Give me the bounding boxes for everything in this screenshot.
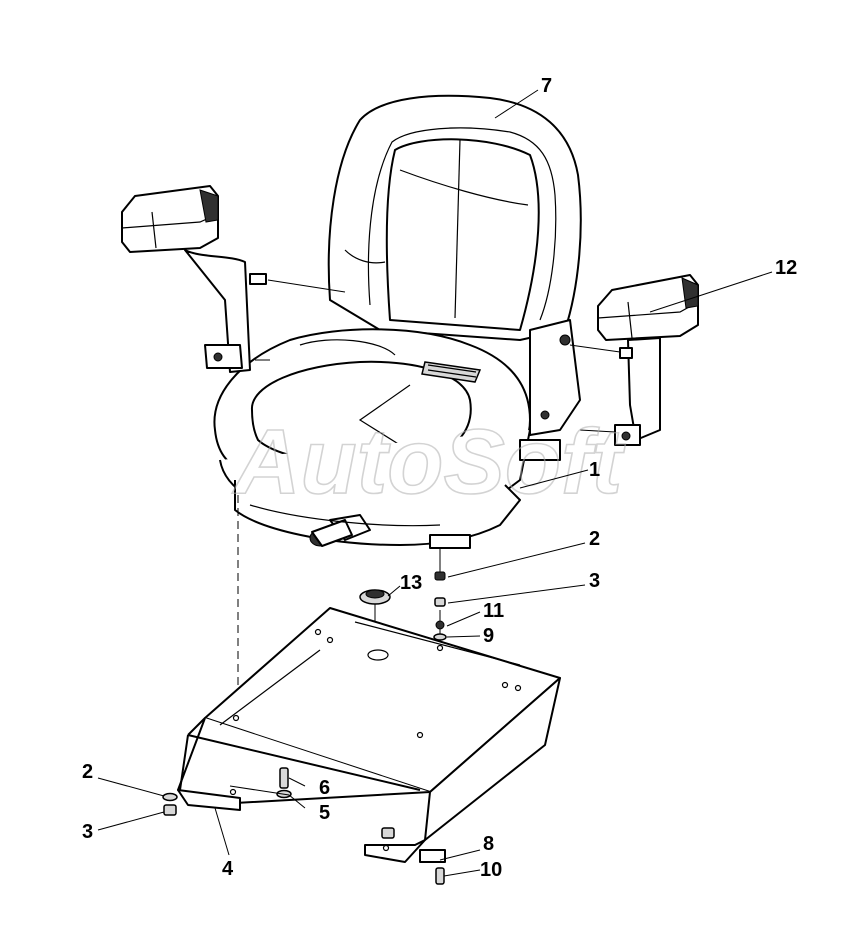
leader-lines (97, 89, 773, 877)
armrest-left (121, 185, 267, 373)
callout-8: 8 (483, 833, 494, 855)
callout-2-lower: 2 (82, 761, 93, 783)
callout-7: 7 (541, 75, 552, 97)
callout-4: 4 (222, 858, 234, 880)
callout-5: 5 (319, 802, 330, 824)
callout-3-lower: 3 (82, 821, 93, 843)
callout-9: 9 (483, 625, 494, 647)
callout-3-upper: 3 (589, 570, 600, 592)
callout-12: 12 (775, 257, 797, 279)
seat-backrest (327, 94, 582, 341)
callout-6: 6 (319, 777, 330, 799)
callout-1: 1 (589, 459, 600, 481)
seat-base (234, 480, 521, 549)
callout-13: 13 (400, 572, 422, 594)
watermark-text: AutoSoft (232, 411, 626, 513)
callout-10: 10 (480, 859, 502, 881)
callout-11: 11 (483, 600, 504, 622)
callout-labels: 7 12 1 2 3 13 11 9 2 6 5 3 4 8 10 (82, 75, 797, 881)
hardware (162, 571, 447, 885)
mounting-platform (177, 607, 561, 863)
callout-2-upper: 2 (589, 528, 600, 550)
seat-side-bracket (519, 319, 581, 461)
